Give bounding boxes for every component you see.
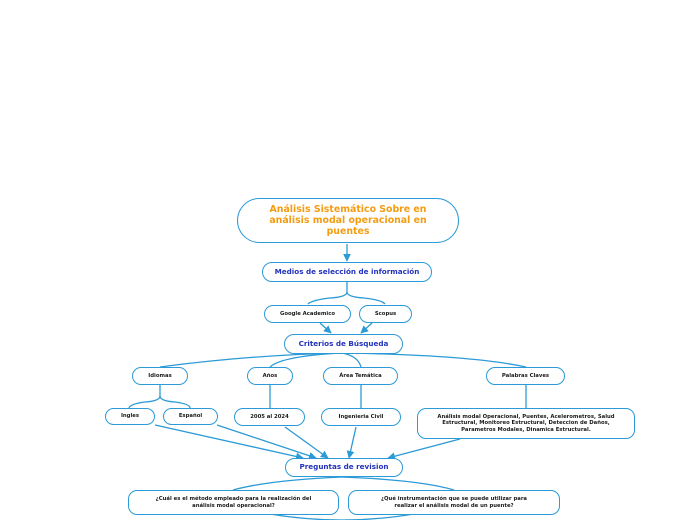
node-rango[interactable]: 2005 al 2024 <box>234 408 305 426</box>
node-q1[interactable]: ¿Cuál es el método empleado para la real… <box>128 490 339 515</box>
link-google-criterios <box>319 322 332 334</box>
link-ingenieria-preguntas <box>346 426 357 459</box>
node-idiomas-label: Idiomas <box>148 372 172 379</box>
link-medios-scopus <box>346 291 386 305</box>
link-keywords-preguntas <box>387 438 461 460</box>
node-medios-label: Medios de selección de información <box>274 266 420 276</box>
node-rango-label: 2005 al 2024 <box>250 413 289 420</box>
node-medios[interactable]: Medios de selección de información <box>262 262 432 282</box>
node-title-label: Análisis Sistemático Sobre en análisis m… <box>269 203 427 238</box>
node-palabras-label: Palabras Claves <box>501 372 550 379</box>
node-criterios-label: Criterios de Búsqueda <box>298 338 389 348</box>
node-keywords[interactable]: Análisis modal Operacional, Puentes, Ace… <box>417 408 635 439</box>
link-idiomas-espanol <box>159 395 191 409</box>
node-title[interactable]: Análisis Sistemático Sobre en análisis m… <box>237 198 459 243</box>
node-ingenieria[interactable]: Ingenieria Civil <box>321 408 401 426</box>
link-criterios-palabras <box>341 352 527 368</box>
node-keywords-label: Análisis modal Operacional, Puentes, Ace… <box>437 413 615 433</box>
node-q1-label: ¿Cuál es el método empleado para la real… <box>155 496 312 509</box>
node-google-label: Google Academico <box>280 310 335 317</box>
node-criterios[interactable]: Criterios de Búsqueda <box>284 334 403 354</box>
node-google[interactable]: Google Academico <box>264 305 351 323</box>
link-ingles-preguntas <box>154 424 304 461</box>
link-criterios-area <box>341 352 362 368</box>
node-anos-label: Años <box>262 372 278 379</box>
node-palabras[interactable]: Palabras Claves <box>486 367 565 385</box>
node-preguntas-label: Preguntas de revision <box>299 462 389 472</box>
node-ingenieria-label: Ingenieria Civil <box>338 413 384 420</box>
node-ingles-label: Ingles <box>120 413 140 420</box>
link-preguntas-q1 <box>232 476 343 491</box>
node-espanol-label: Español <box>178 413 203 420</box>
node-anos[interactable]: Años <box>247 367 293 385</box>
link-medios-google <box>307 282 348 305</box>
node-preguntas[interactable]: Preguntas de revision <box>285 458 403 477</box>
node-scopus-label: Scopus <box>374 310 397 317</box>
node-area[interactable]: Área Temática <box>323 367 398 385</box>
node-q2-label: ¿Qué instrumentación que se puede utiliz… <box>380 496 528 509</box>
node-ingles[interactable]: Ingles <box>105 408 155 425</box>
link-scopus-criterios <box>360 322 373 334</box>
link-preguntas-q2 <box>341 476 455 491</box>
link-idiomas-ingles <box>128 385 161 409</box>
link-rango-preguntas <box>284 426 329 459</box>
node-area-label: Área Temática <box>339 372 382 379</box>
node-q2[interactable]: ¿Qué instrumentación que se puede utiliz… <box>348 490 560 515</box>
link-espanol-preguntas <box>216 424 317 460</box>
node-espanol[interactable]: Español <box>163 408 218 425</box>
node-scopus[interactable]: Scopus <box>359 305 412 323</box>
node-idiomas[interactable]: Idiomas <box>132 367 188 385</box>
